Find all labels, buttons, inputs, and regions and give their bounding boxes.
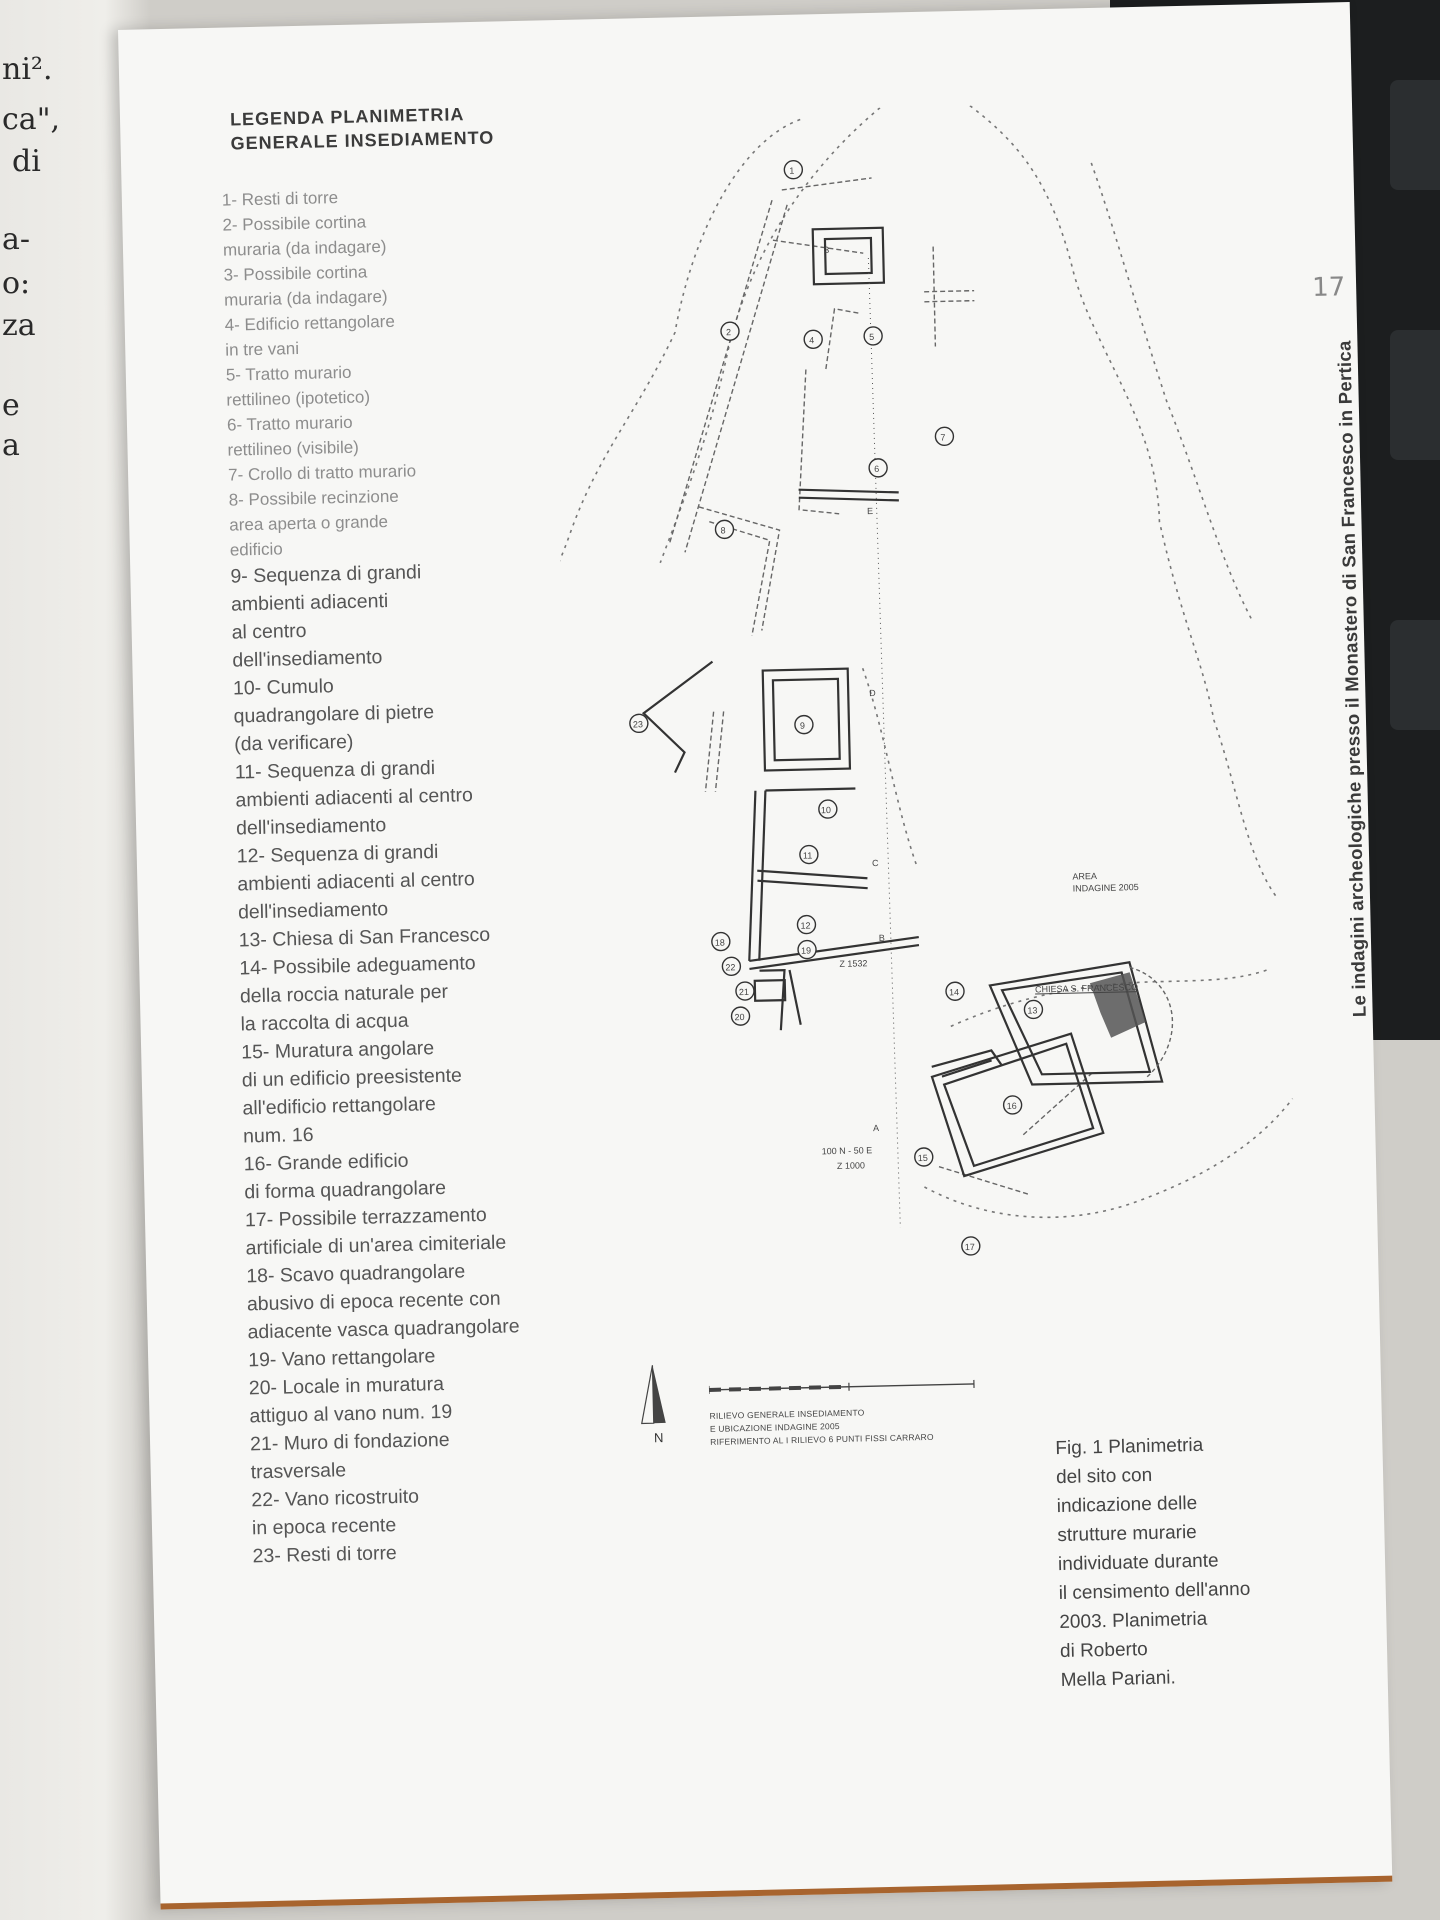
area-indagine-boundary — [1129, 966, 1174, 1078]
area-label: AREA — [1072, 871, 1098, 882]
marker-number: 8 — [720, 525, 726, 536]
marker-number: 19 — [800, 945, 812, 956]
elevation-label: Z 1532 — [839, 958, 868, 969]
marker-number: 3 — [824, 244, 830, 256]
book-page: LEGENDA PLANIMETRIA GENERALE INSEDIAMENT… — [118, 2, 1393, 1910]
marker-number: 21 — [738, 986, 750, 998]
figure-caption: Fig. 1 Planimetria del sito con indicazi… — [1055, 1428, 1311, 1695]
section-label: D — [869, 687, 876, 699]
marker-number: 20 — [734, 1012, 745, 1023]
section-label: B — [878, 932, 885, 943]
keyboard-key — [1390, 620, 1440, 730]
section-axis — [867, 258, 901, 1228]
solid-walls — [641, 226, 1164, 1178]
marker-number: 23 — [632, 719, 644, 730]
section-label: E — [866, 505, 874, 517]
site-plan: AREA INDAGINE 2005 CHIESA S. FRANCESCO Z… — [531, 97, 1400, 1445]
legend-title: LEGENDA PLANIMETRIA GENERALE INSEDIAMENT… — [230, 102, 495, 156]
left-page-line: ca", — [2, 102, 61, 137]
marker-number: 1 — [789, 165, 795, 176]
marker-number: 14 — [948, 987, 960, 998]
marker-number: 16 — [1006, 1100, 1017, 1112]
marker-number: 18 — [714, 937, 725, 948]
left-page-line: a- — [2, 222, 31, 257]
keyboard-key — [1390, 80, 1440, 190]
marker-number: 11 — [802, 850, 813, 861]
terrain-contours — [531, 105, 1294, 1219]
marker-number: 2 — [725, 327, 732, 338]
left-page-line: za — [2, 308, 36, 343]
page-edge — [160, 1875, 1393, 1910]
marker-number: 4 — [809, 335, 815, 346]
coordinate-label: 100 N - 50 E — [821, 1145, 873, 1157]
section-label: C — [871, 857, 879, 869]
section-label: A — [872, 1123, 880, 1134]
marker-number: 7 — [940, 432, 946, 443]
elevation-label: Z 1000 — [836, 1160, 866, 1171]
marker-number: 5 — [869, 331, 875, 343]
keyboard-key — [1390, 330, 1440, 460]
legend-list: 1- Resti di torre 2- Possibile cortina m… — [222, 180, 613, 1571]
marker-number: 12 — [800, 920, 811, 931]
left-page-line: a — [2, 428, 20, 463]
number-markers — [629, 160, 1044, 1256]
marker-number: 13 — [1027, 1005, 1038, 1016]
north-label: N — [653, 1429, 664, 1446]
site-plan-drawing — [531, 105, 1294, 1256]
marker-number: 9 — [799, 720, 806, 731]
marker-number: 17 — [964, 1241, 975, 1253]
marker-number: 15 — [917, 1152, 928, 1164]
left-page-line: ni². — [2, 52, 53, 87]
hatched-area — [1089, 972, 1146, 1038]
indagine-label: INDAGINE 2005 — [1072, 882, 1139, 894]
caption-line: Mella Pariani. — [1060, 1667, 1177, 1692]
north-arrow-icon — [641, 1365, 666, 1425]
marker-number: 6 — [874, 463, 880, 474]
left-page-line: e — [2, 388, 20, 423]
legend-title-line: GENERALE INSEDIAMENTO — [230, 127, 495, 154]
marker-number: 22 — [725, 962, 736, 973]
left-page-line: o: — [2, 266, 31, 301]
scale-bar — [708, 1379, 975, 1394]
scale-caption: RILIEVO GENERALE INSEDIAMENTO E UBICAZIO… — [709, 1405, 933, 1449]
left-page-line: di — [12, 144, 41, 179]
marker-number: 10 — [820, 805, 832, 816]
